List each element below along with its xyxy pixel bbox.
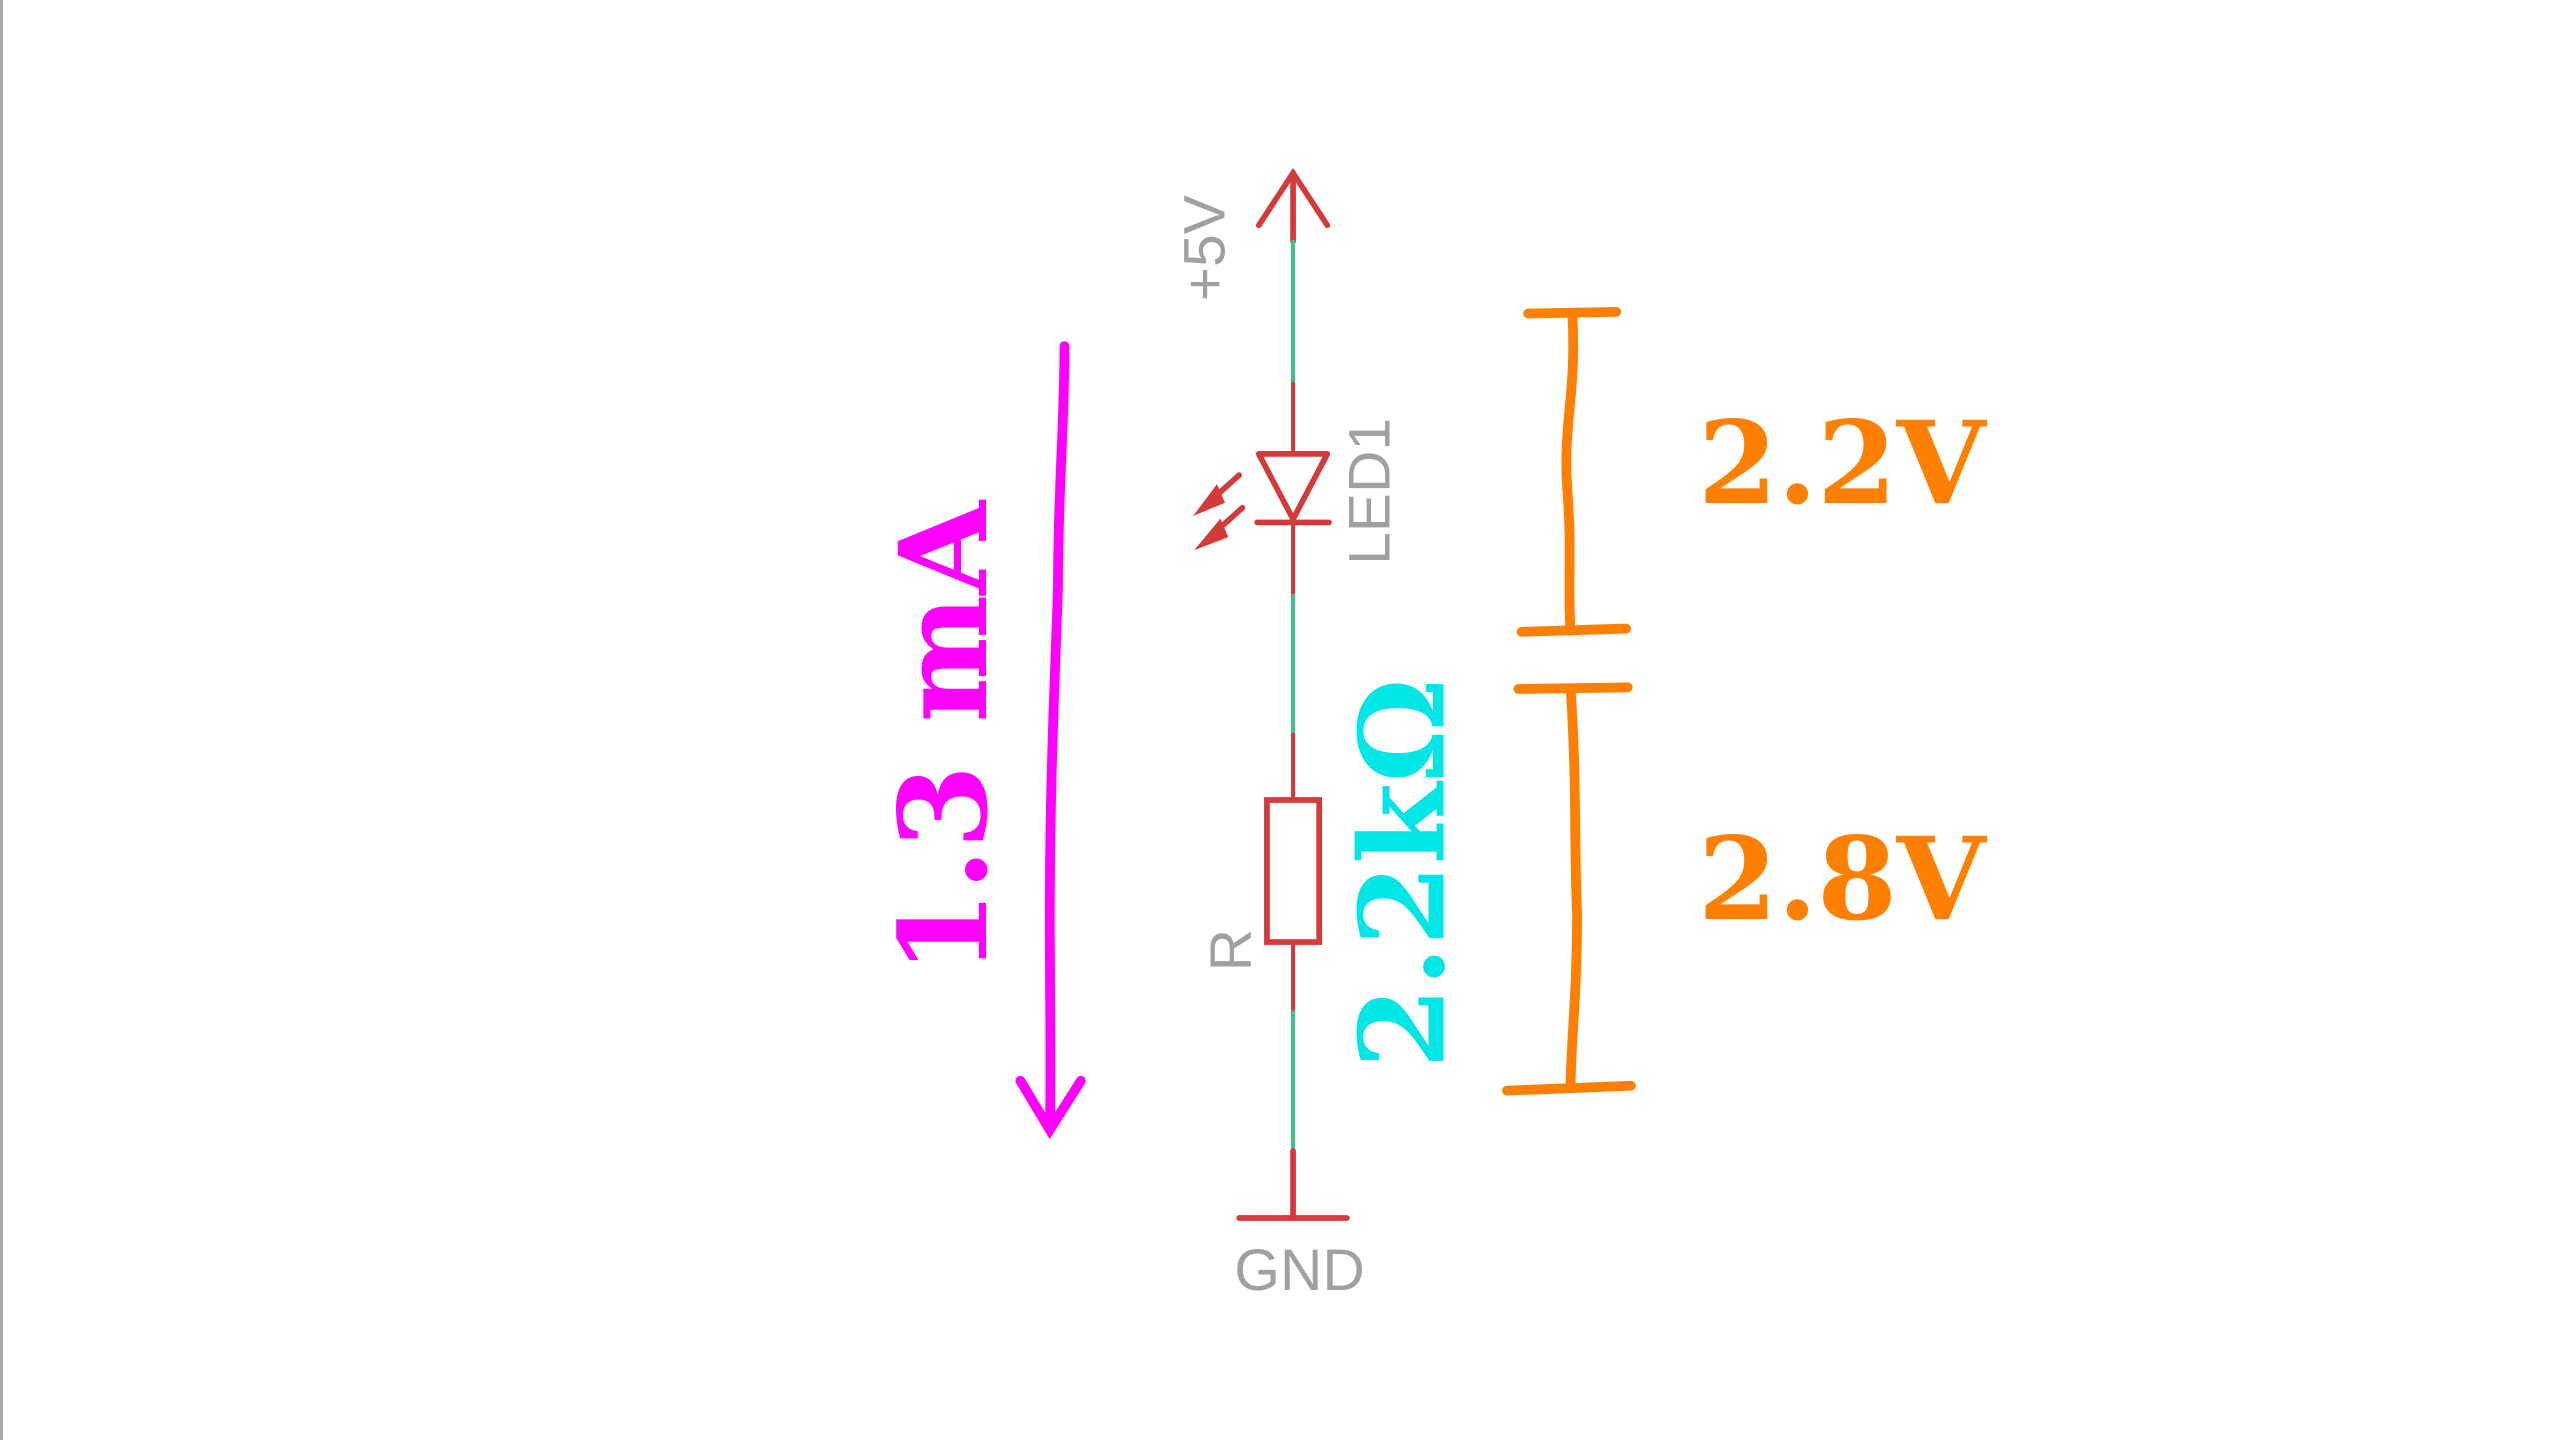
ground-label: GND — [1234, 1238, 1365, 1303]
supply-label: +5V — [1172, 195, 1237, 301]
current-arrow-icon — [1015, 341, 1086, 1140]
supply-arrow-icon — [1255, 167, 1331, 245]
voltage-bracket-led — [1516, 306, 1632, 637]
voltage-bracket-resistor — [1502, 682, 1636, 1096]
led-voltage-annotation: 2.2V — [1698, 396, 1988, 530]
led-label: LED1 — [1337, 418, 1402, 565]
resistor-label: R — [1199, 929, 1264, 971]
resistor-voltage-annotation: 2.8V — [1698, 812, 1988, 946]
resistance-annotation: 2.2kΩ — [1333, 678, 1471, 1069]
ground-symbol-icon — [1236, 1148, 1350, 1221]
left-border — [0, 0, 3, 1440]
led-symbol-icon — [1193, 451, 1332, 551]
resistor-symbol-icon — [1264, 797, 1323, 945]
current-annotation: 1.3 mA — [874, 499, 1015, 975]
